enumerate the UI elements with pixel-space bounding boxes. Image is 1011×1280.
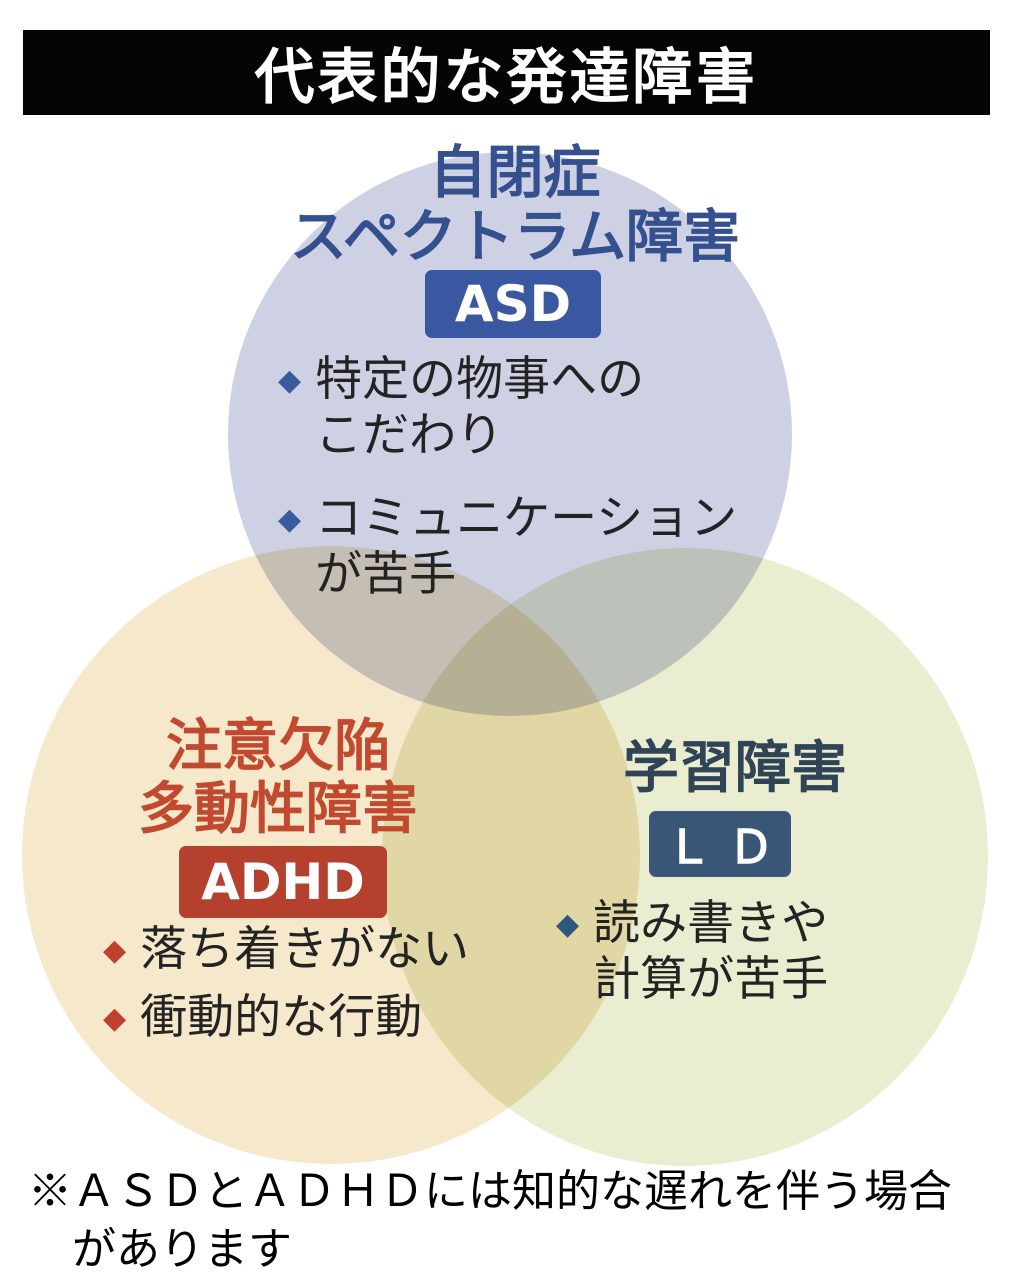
page-title: 代表的な発達障害 [254, 43, 759, 113]
footnote: ※ＡＳＤとＡＤＨＤには知的な遅れを伴う場合 があります [28, 1166, 952, 1276]
asd-bullet-item-1: ◆ 特定の物事への こだわり [278, 352, 778, 465]
title-bar: 代表的な発達障害 [23, 30, 990, 115]
diamond-bullet-icon: ◆ [556, 907, 580, 942]
diamond-bullet-icon: ◆ [103, 1001, 127, 1037]
ld-bullet-list: ◆ 読み書きや 計算が苦手 [556, 896, 976, 1009]
adhd-bullet-text-1: 落ち着きがない [140, 922, 470, 977]
diamond-bullet-icon: ◆ [278, 363, 302, 398]
ld-bullet-item-1: ◆ 読み書きや 計算が苦手 [556, 896, 976, 1009]
adhd-bullet-item-2: ◆ 衝動的な行動 [103, 990, 583, 1046]
adhd-bullet-list: ◆ 落ち着きがない ◆ 衝動的な行動 [103, 922, 583, 1047]
asd-abbr-label: ASD [454, 275, 572, 333]
ld-abbr-badge: Ｌ Ｄ [649, 811, 791, 877]
adhd-heading: 注意欠陥 多動性障害 [138, 714, 418, 842]
adhd-bullet-item-1: ◆ 落ち着きがない [103, 922, 583, 978]
ld-bullet-text-1: 読み書きや 計算が苦手 [593, 896, 829, 1008]
ld-heading: 学習障害 [623, 736, 847, 801]
adhd-abbr-label: ADHD [201, 853, 365, 911]
diamond-bullet-icon: ◆ [103, 933, 127, 968]
asd-bullet-list: ◆ 特定の物事への こだわり ◆ コミュニケーション が苦手 [278, 352, 778, 604]
asd-abbr-badge: ASD [425, 270, 601, 338]
asd-bullet-text-1: 特定の物事への こだわり [315, 352, 645, 464]
ld-abbr-label: Ｌ Ｄ [665, 820, 774, 874]
adhd-bullet-text-2: 衝動的な行動 [140, 990, 423, 1046]
asd-heading: 自閉症 スペクトラム障害 [289, 140, 741, 270]
asd-bullet-text-2: コミュニケーション が苦手 [315, 490, 738, 603]
adhd-abbr-badge: ADHD [179, 846, 387, 918]
asd-bullet-item-2: ◆ コミュニケーション が苦手 [278, 491, 778, 604]
diamond-bullet-icon: ◆ [278, 501, 302, 537]
